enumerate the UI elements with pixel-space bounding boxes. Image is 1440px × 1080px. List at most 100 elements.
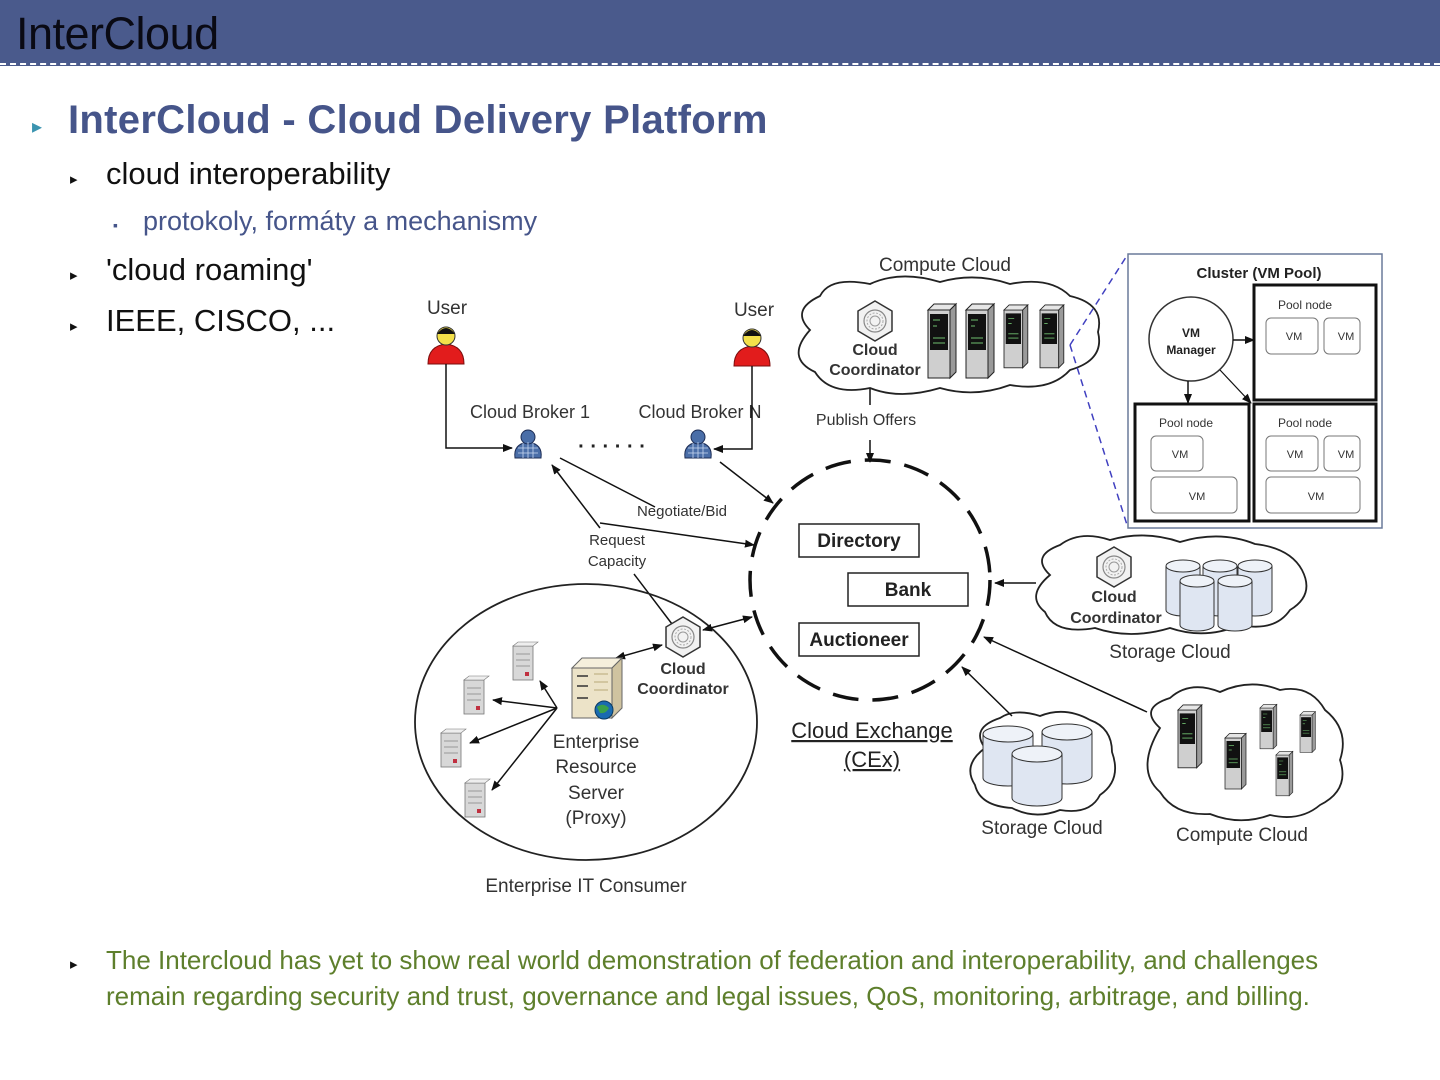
connector-user-broker-1 [445,364,513,452]
intercloud-diagram: User User Cloud Broker 1 Cloud Broker N … [414,253,1383,897]
coordinator-label: Cloud [660,661,705,678]
bank-label: Bank [885,580,932,601]
cluster-title: Cluster (VM Pool) [1196,265,1321,282]
capacity-label: Capacity [588,553,647,570]
proxy-label: Enterprise [553,732,640,753]
connector-compute2-exchange [983,636,1148,713]
coordinator-label: Coordinator [1070,610,1162,627]
bullet-text: InterCloud - Cloud Delivery Platform [68,98,768,142]
server-icon [1299,711,1316,753]
directory-label: Directory [817,531,901,552]
storage-icon [1011,745,1063,807]
user-icon [733,328,771,367]
enterprise-boundary [414,583,758,861]
workstation-icon [512,641,539,681]
vm-label: VM [1287,449,1304,461]
vm-box [1265,317,1319,355]
globe-icon [594,700,614,720]
enterprise-consumer-label: Enterprise IT Consumer [485,876,687,897]
storage-icon [1217,574,1253,632]
vm-manager-label: VM [1182,326,1200,340]
bullet-text: IEEE, CISCO, ... [106,303,336,338]
compute-cloud-top-label: Compute Cloud [879,255,1011,276]
connector-brokern-exchange [719,461,774,504]
coordinator-label: Cloud [852,342,897,359]
broker-icon [684,429,712,459]
coordinator-label: Coordinator [829,362,921,379]
user-label-2: User [734,300,775,321]
vm-box [1150,476,1238,514]
workstation-icon [440,728,467,768]
vm-label: VM [1308,491,1325,503]
publish-offers-label: Publish Offers [816,412,916,429]
broker-label-1: Cloud Broker 1 [470,402,590,422]
connector-proxy-pc [539,680,558,709]
workstation-icon [464,778,491,818]
vm-box [1265,435,1319,472]
vm-box [1323,317,1361,355]
coordinator-label: Coordinator [637,681,729,698]
vm-label: VM [1189,491,1206,503]
zoom-line-bottom [1069,344,1129,529]
connector-user-broker-n [713,366,753,453]
bullet-text: cloud interoperability [106,156,391,191]
storage-cloud-bottom-label: Storage Cloud [981,818,1102,839]
directory-box [798,523,920,558]
storage-cloud-right-label: Storage Cloud [1109,642,1230,663]
user-icon [427,326,465,365]
broker-label-n: Cloud Broker N [638,402,761,422]
pool-node-label: Pool node [1278,298,1332,312]
connector-manager-node3 [1219,369,1252,404]
vm-label: VM [1286,331,1303,343]
bullet-marker-icon: ▸ [70,171,78,188]
vm-manager [1148,296,1234,382]
title-bar: InterCloud [0,0,1440,65]
vm-manager-label: Manager [1166,343,1216,357]
zoom-line-top [1069,253,1129,346]
server-icon [1224,733,1247,790]
bullet-cloud-roaming: ▸ 'cloud roaming' [70,252,313,288]
server-icon [1177,704,1203,769]
proxy-label: Server [568,783,625,804]
bullet-marker-icon: ▸ [70,318,78,335]
server-icon [927,303,957,379]
user-label-1: User [427,298,468,319]
connector-proxy-pc [469,707,558,744]
proxy-label: Resource [555,757,636,778]
bullet-text: 'cloud roaming' [106,252,313,287]
connector-storage2-exchange [961,666,1013,717]
vm-box [1323,435,1361,472]
server-icon [1003,304,1029,369]
vm-label: VM [1338,449,1355,461]
slide-title: InterCloud [16,8,219,59]
workstation-icon [463,675,490,715]
bullet-cloud-interoperability: ▸ cloud interoperability [70,156,390,192]
note-text: The Intercloud has yet to show real worl… [106,945,1319,1011]
proxy-label: (Proxy) [565,808,626,829]
auctioneer-label: Auctioneer [809,630,909,651]
connector-proxy-pc [492,697,558,709]
server-icon [1039,304,1065,369]
bullet-marker-icon: ▸ [70,267,78,284]
vm-label: VM [1172,449,1189,461]
auctioneer-box [798,622,920,657]
coordinator-label: Cloud [1091,589,1136,606]
connector-proxy-coordinator [615,643,663,660]
storage-icon [1179,574,1215,632]
request-label: Request [589,532,646,549]
bullet-marker-icon: ▸ [70,956,78,973]
bank-box [847,572,969,607]
server-icon [1259,704,1278,750]
bullet-heading: ▸ InterCloud - Cloud Delivery Platform [32,98,768,143]
server-icon [1275,751,1294,797]
bullet-marker-icon: ▸ [32,116,43,138]
vm-box [1150,435,1204,472]
pool-node-label: Pool node [1278,416,1332,430]
connector-negotiate-exchange [599,522,755,548]
connector-coordinator-request [633,573,673,625]
cloud-exchange-title: Cloud Exchange [791,718,952,743]
broker-icon [514,429,542,459]
bullet-marker-icon: ▪ [113,217,118,233]
bullet-text: protokoly, formáty a mechanismy [143,206,538,236]
connector-request-broker1 [551,464,601,529]
